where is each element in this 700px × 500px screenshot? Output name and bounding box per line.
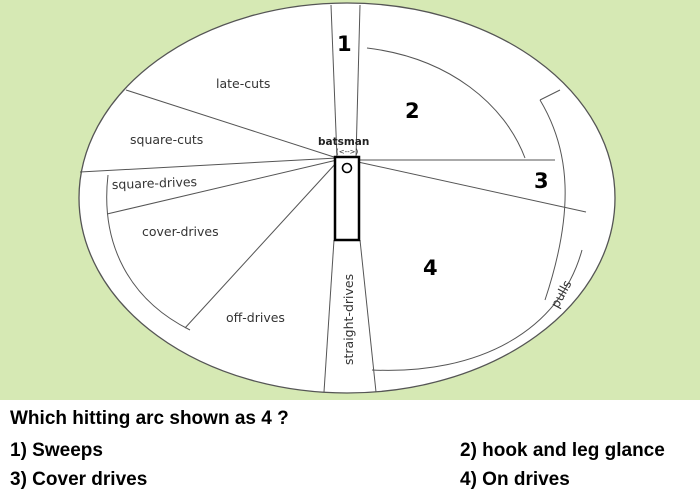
corridor-left-bottom xyxy=(323,239,335,393)
option-3[interactable]: 3) Cover drives xyxy=(10,469,148,490)
option-4[interactable]: 4) On drives xyxy=(460,469,570,490)
label-cover-drives: cover-drives xyxy=(142,224,219,239)
question-text: Which hitting arc shown as 4 ? xyxy=(10,408,289,429)
label-square-drives: square-drives xyxy=(112,174,198,192)
upper-leg-arc xyxy=(366,47,526,159)
radial-line-region3-region4 xyxy=(357,161,587,213)
option-1[interactable]: 1) Sweeps xyxy=(10,440,103,461)
field-diagram-svg: late-cuts square-cuts square-drives cove… xyxy=(78,2,616,394)
region-number-2: 2 xyxy=(405,99,420,123)
quiz-panel: Which hitting arc shown as 4 ? 1) Sweeps… xyxy=(0,400,700,500)
radial-line-squaredrive-coverdrive xyxy=(106,159,338,215)
cricket-field-diagram: late-cuts square-cuts square-drives cove… xyxy=(0,0,700,400)
label-batsman: batsman xyxy=(318,136,369,148)
label-square-cuts: square-cuts xyxy=(130,132,203,147)
pulls-start-tick xyxy=(539,89,561,101)
radial-line-coverdrive-offdrive xyxy=(184,161,338,329)
batsman-marker xyxy=(341,162,353,174)
off-side-inner-arc xyxy=(106,174,191,331)
corridor-right-top xyxy=(355,4,361,159)
label-straight-drives: straight-drives xyxy=(341,274,356,365)
corridor-left-top xyxy=(330,4,338,159)
region-number-4: 4 xyxy=(423,256,438,280)
option-2[interactable]: 2) hook and leg glance xyxy=(460,440,665,461)
pulls-inner-arc xyxy=(539,99,566,301)
region-number-1: 1 xyxy=(337,32,352,56)
radial-line-latecut-squarecut xyxy=(125,89,338,159)
radial-line-squarecut-squaredrive xyxy=(79,157,338,173)
leg-side-inner-arc xyxy=(371,249,583,371)
label-late-cuts: late-cuts xyxy=(216,76,270,91)
region-number-3: 3 xyxy=(534,169,549,193)
pitch-rectangle xyxy=(333,155,361,242)
label-off-drives: off-drives xyxy=(226,310,285,325)
label-batsman-arrows: (<-->) xyxy=(336,148,359,156)
corridor-right-bottom xyxy=(359,239,377,393)
